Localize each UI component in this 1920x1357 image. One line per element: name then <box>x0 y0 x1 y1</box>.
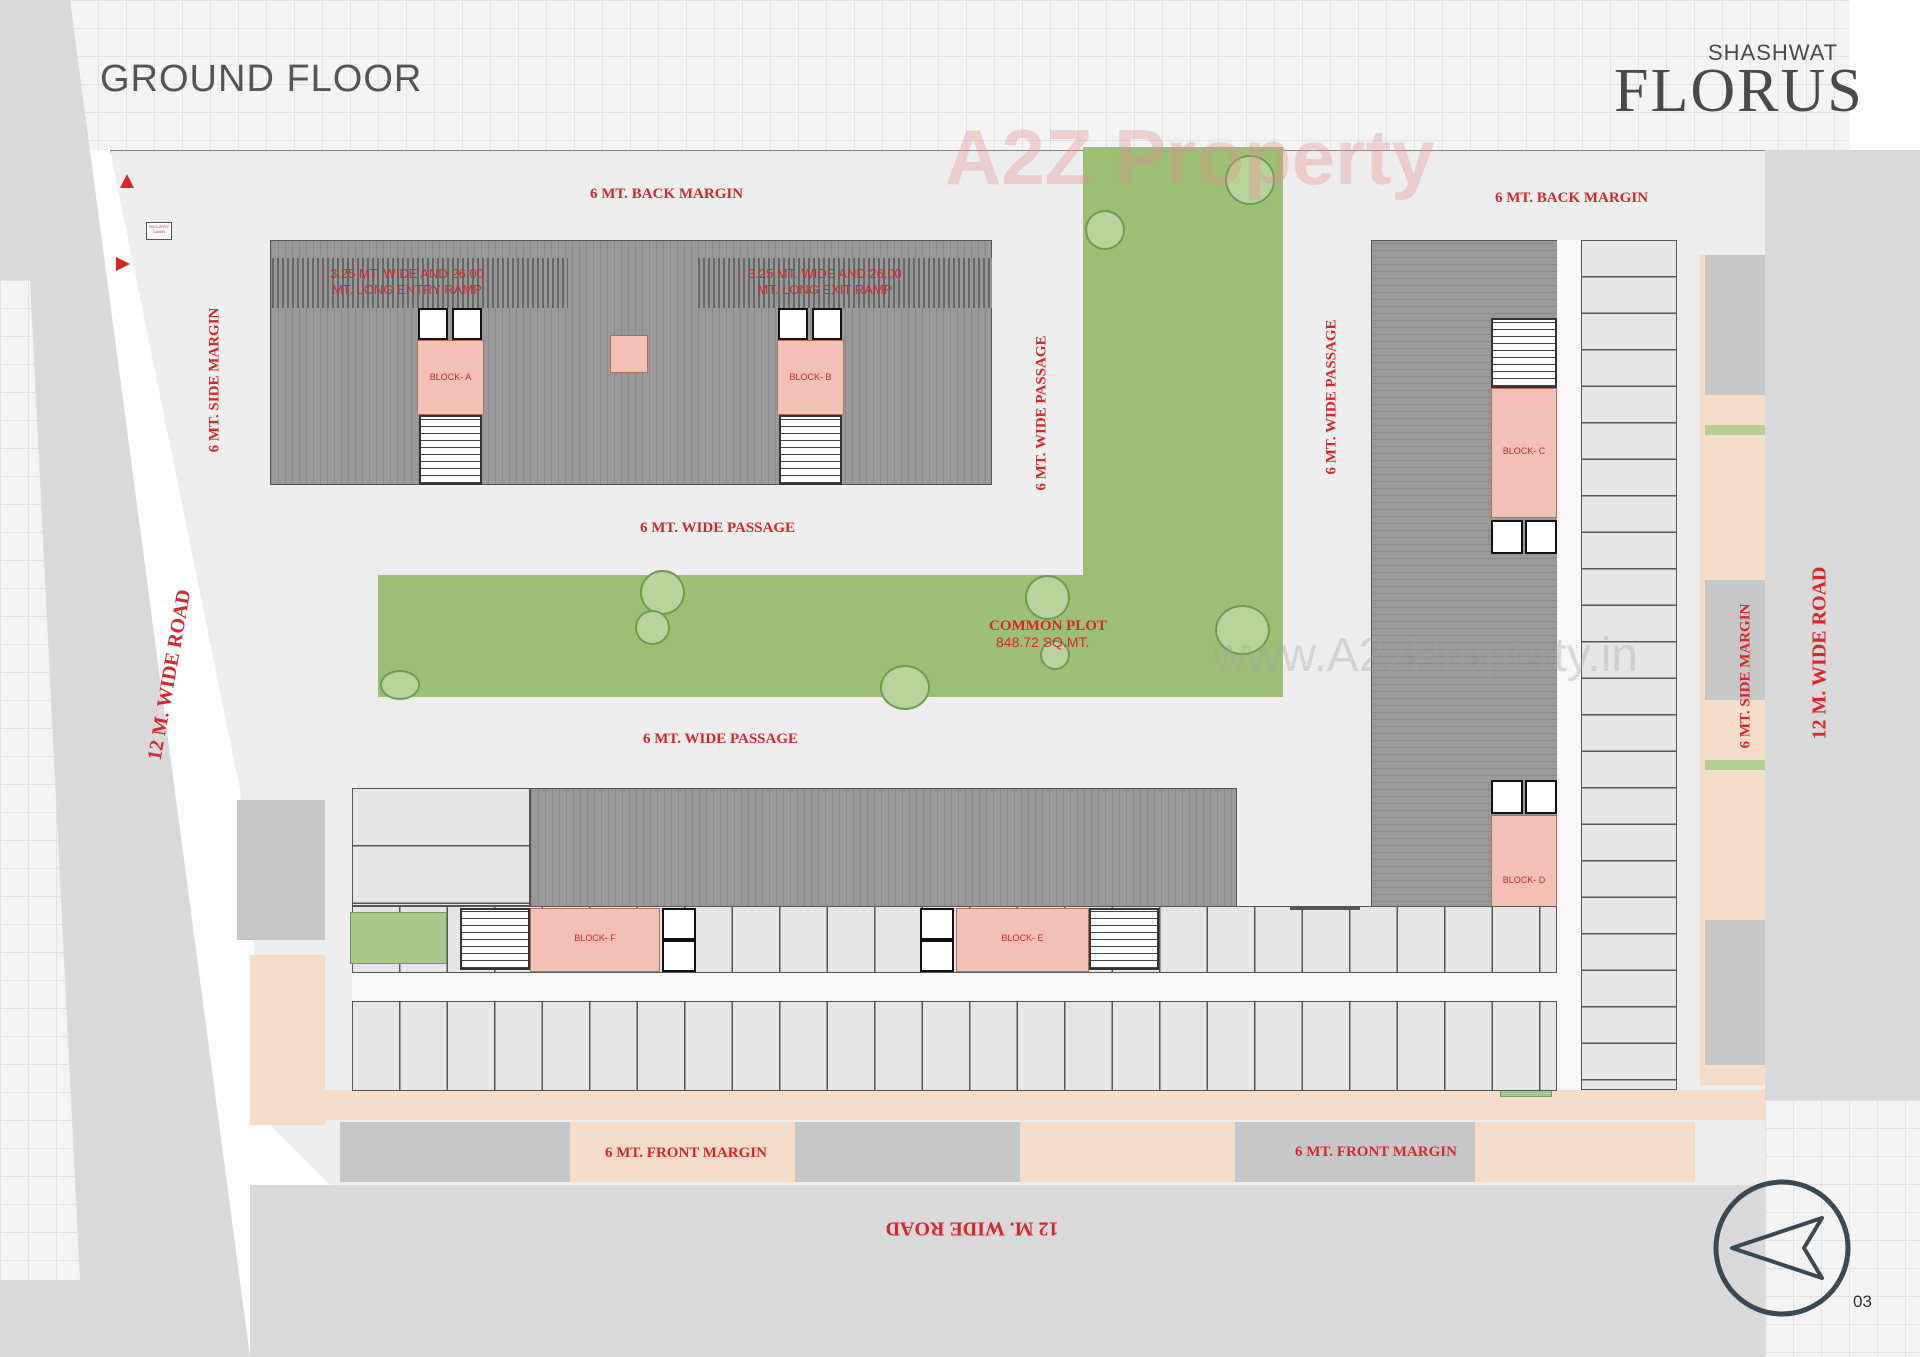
front-parking-3 <box>1235 1122 1475 1182</box>
lift-b1 <box>778 308 808 340</box>
watermark-url: www.A2zProperty.in <box>1212 629 1638 682</box>
back-margin-right: 6 MT. BACK MARGIN <box>1495 190 1649 206</box>
tree <box>880 665 930 710</box>
shops-bottom-left <box>352 788 530 906</box>
passage-stub <box>1290 906 1360 910</box>
road-bottom: 12 M. WIDE ROAD <box>885 1217 1059 1240</box>
lift-c2 <box>1525 520 1557 554</box>
tree <box>1215 605 1270 655</box>
front-margin-right: 6 MT. FRONT MARGIN <box>1295 1144 1457 1160</box>
left-front-margin-strip <box>250 955 325 1125</box>
toilet-strip-right <box>1557 240 1582 1090</box>
tree <box>380 670 420 700</box>
exit-ramp <box>698 258 992 308</box>
lift-b2 <box>812 308 842 340</box>
lift-d2 <box>1525 780 1557 814</box>
block-e-core <box>956 908 1089 972</box>
lift-d1 <box>1491 780 1523 814</box>
block-c-label: BLOCK- C <box>1502 446 1546 456</box>
front-margin-left: 6 MT. FRONT MARGIN <box>605 1145 767 1161</box>
entry-ramp <box>272 258 568 308</box>
right-parking-strip <box>1705 255 1765 395</box>
tree <box>1225 155 1275 205</box>
tree <box>1040 640 1070 670</box>
tree <box>1025 575 1070 620</box>
entry-arrow-icon <box>120 174 134 188</box>
block-f-stair <box>460 908 530 970</box>
tree <box>1085 210 1125 250</box>
right-parking-strip-2 <box>1705 580 1765 700</box>
block-b-label: BLOCK- B <box>789 372 832 382</box>
tree <box>640 570 685 615</box>
common-plot-title: COMMON PLOT <box>989 618 1107 634</box>
block-b-core <box>777 340 844 415</box>
block-f-core <box>530 908 660 972</box>
block-e-stair <box>1089 908 1159 970</box>
block-a-stair <box>419 415 482 485</box>
block-b-stair <box>779 415 842 485</box>
passage-vertical-a: 6 MT. WIDE PASSAGE <box>1033 335 1050 491</box>
right-parking-strip-3 <box>1705 920 1765 1065</box>
front-parking-1 <box>340 1122 570 1182</box>
security-cabin-label: SECURITY CABIN <box>148 224 170 234</box>
planter-f <box>350 912 447 964</box>
bottom-road <box>250 1185 1765 1357</box>
lift-f1 <box>662 908 696 940</box>
common-plot-area: 848.72 SQ.MT. <box>996 634 1090 650</box>
tree <box>635 610 670 645</box>
lift-a2 <box>452 308 482 340</box>
brand-top: SHASHWAT <box>1708 40 1839 65</box>
lift-a1 <box>418 308 448 340</box>
side-margin-left: 6 MT. SIDE MARGIN <box>206 307 223 453</box>
lift-e2 <box>920 940 954 972</box>
watermark-logo: A2Z Property <box>945 113 1435 201</box>
front-margin-seg-2 <box>1020 1122 1235 1182</box>
road-right: 12 M. WIDE ROAD <box>1808 566 1831 740</box>
front-margin-seg-3 <box>1475 1122 1695 1182</box>
page-title: GROUND FLOOR <box>100 58 423 100</box>
passage-upper: 6 MT. WIDE PASSAGE <box>640 520 796 536</box>
block-f-label: BLOCK- F <box>574 933 616 943</box>
security-cabin <box>146 222 172 240</box>
lift-f2 <box>662 940 696 972</box>
left-parking <box>237 800 325 940</box>
right-shrub-1 <box>1705 425 1765 435</box>
toilet-strip-bottom <box>352 972 1557 1002</box>
void-box <box>610 335 648 373</box>
block-a-label: BLOCK- A <box>429 372 472 382</box>
front-margin-seg-1 <box>570 1122 795 1182</box>
north-arrow-icon <box>1713 1179 1851 1317</box>
block-e-label: BLOCK- E <box>1001 933 1044 943</box>
passage-lower: 6 MT. WIDE PASSAGE <box>643 731 799 747</box>
back-margin-left: 6 MT. BACK MARGIN <box>590 186 744 202</box>
lift-c1 <box>1491 520 1523 554</box>
front-parking-2 <box>795 1122 1020 1182</box>
block-c-stair <box>1491 318 1557 388</box>
block-d-label: BLOCK- D <box>1502 875 1546 885</box>
lift-e1 <box>920 908 954 940</box>
brand-main: FLORUS <box>1614 57 1864 125</box>
side-margin-right: 6 MT. SIDE MARGIN <box>1737 603 1754 749</box>
block-c-core <box>1491 388 1557 518</box>
exit-arrow-icon <box>116 257 130 271</box>
block-a-core <box>417 340 484 415</box>
right-shrub-2 <box>1705 760 1765 770</box>
page-number: 03 <box>1853 1292 1872 1311</box>
top-hatch-area <box>70 0 1850 150</box>
parking-ef <box>530 788 1237 908</box>
passage-vertical-b: 6 MT. WIDE PASSAGE <box>1323 319 1340 475</box>
